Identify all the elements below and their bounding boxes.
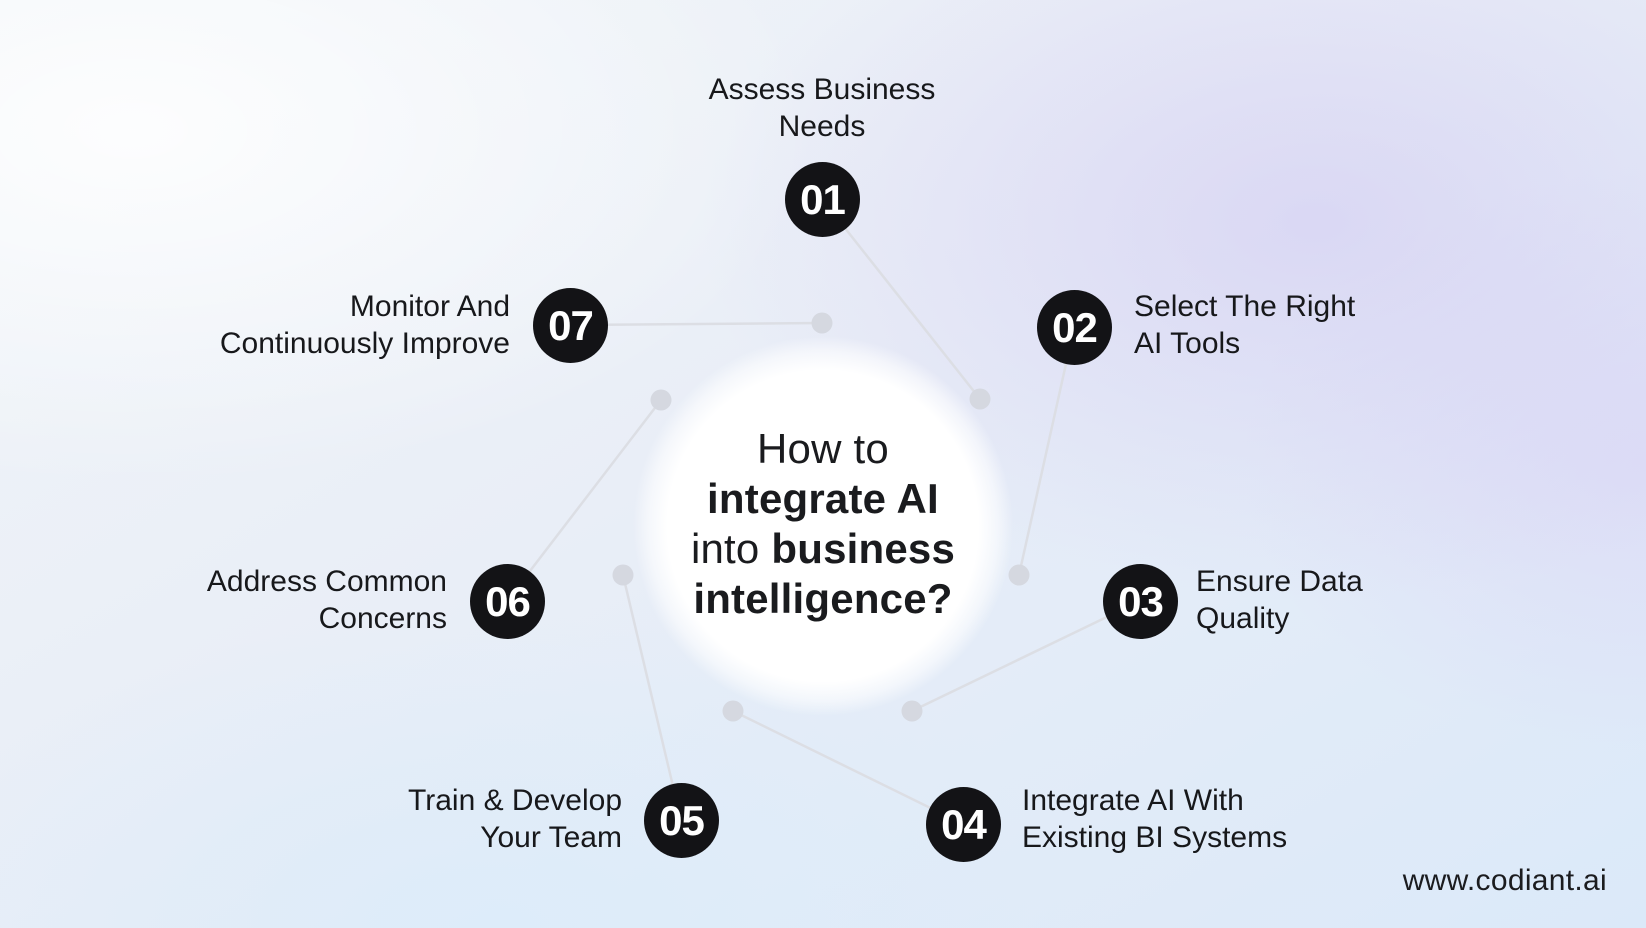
- connector-dot-top: [811, 312, 833, 334]
- connector-dot-right: [1008, 564, 1030, 586]
- title-line-3: into business: [690, 525, 956, 572]
- step-node-02: 02: [1037, 290, 1112, 365]
- step-label-03-line1: Ensure Data: [1196, 565, 1363, 598]
- step-label-07-line2: Continuously Improve: [219, 327, 510, 360]
- step-label-05-line1: Train & Develop: [408, 784, 622, 817]
- step-label-06-line2: Concerns: [318, 602, 447, 635]
- connector-line-07: [569, 321, 823, 327]
- step-label-06: Address Common Concerns: [207, 563, 447, 637]
- step-node-07: 07: [533, 288, 608, 363]
- step-number-05: 05: [659, 796, 705, 844]
- step-label-04-line2: Existing BI Systems: [1022, 821, 1288, 854]
- step-label-07-line1: Monitor And: [349, 290, 510, 323]
- step-label-07: Monitor And Continuously Improve: [220, 288, 510, 362]
- step-number-03: 03: [1118, 577, 1164, 625]
- step-node-06: 06: [470, 564, 545, 639]
- step-label-02: Select The Right AI Tools: [1134, 288, 1355, 362]
- step-node-04: 04: [926, 787, 1001, 862]
- step-number-06: 06: [485, 577, 531, 625]
- step-label-01-line2: Needs: [778, 110, 866, 143]
- step-label-04: Integrate AI With Existing BI Systems: [1022, 782, 1287, 856]
- step-label-05-line2: Your Team: [480, 821, 622, 854]
- website-watermark: www.codiant.ai: [1402, 864, 1607, 897]
- title-line-2: integrate AI: [707, 475, 939, 522]
- step-label-03-line2: Quality: [1196, 602, 1290, 635]
- title-line-4: intelligence?: [693, 575, 953, 622]
- step-label-01: Assess Business Needs: [622, 71, 1022, 145]
- title-line-1: How to: [757, 425, 889, 472]
- step-number-04: 04: [941, 800, 987, 848]
- step-node-01: 01: [785, 162, 860, 237]
- center-disc: [633, 336, 1013, 716]
- step-label-01-line1: Assess Business: [708, 73, 936, 106]
- step-label-02-line1: Select The Right: [1134, 290, 1356, 323]
- connector-line-02: [1017, 327, 1076, 576]
- step-label-03: Ensure Data Quality: [1196, 563, 1363, 637]
- step-label-06-line1: Address Common: [206, 565, 447, 598]
- step-label-04-line1: Integrate AI With: [1022, 784, 1244, 817]
- center-title: How to integrate AI into business intell…: [543, 424, 1103, 624]
- connector-dot-left: [612, 564, 634, 586]
- step-node-05: 05: [644, 783, 719, 858]
- step-node-03: 03: [1103, 564, 1178, 639]
- step-number-01: 01: [800, 175, 846, 223]
- step-number-02: 02: [1052, 303, 1098, 351]
- step-number-07: 07: [548, 301, 594, 349]
- step-label-05: Train & Develop Your Team: [408, 782, 622, 856]
- connector-line-04: [732, 709, 964, 826]
- step-label-02-line2: AI Tools: [1134, 327, 1241, 360]
